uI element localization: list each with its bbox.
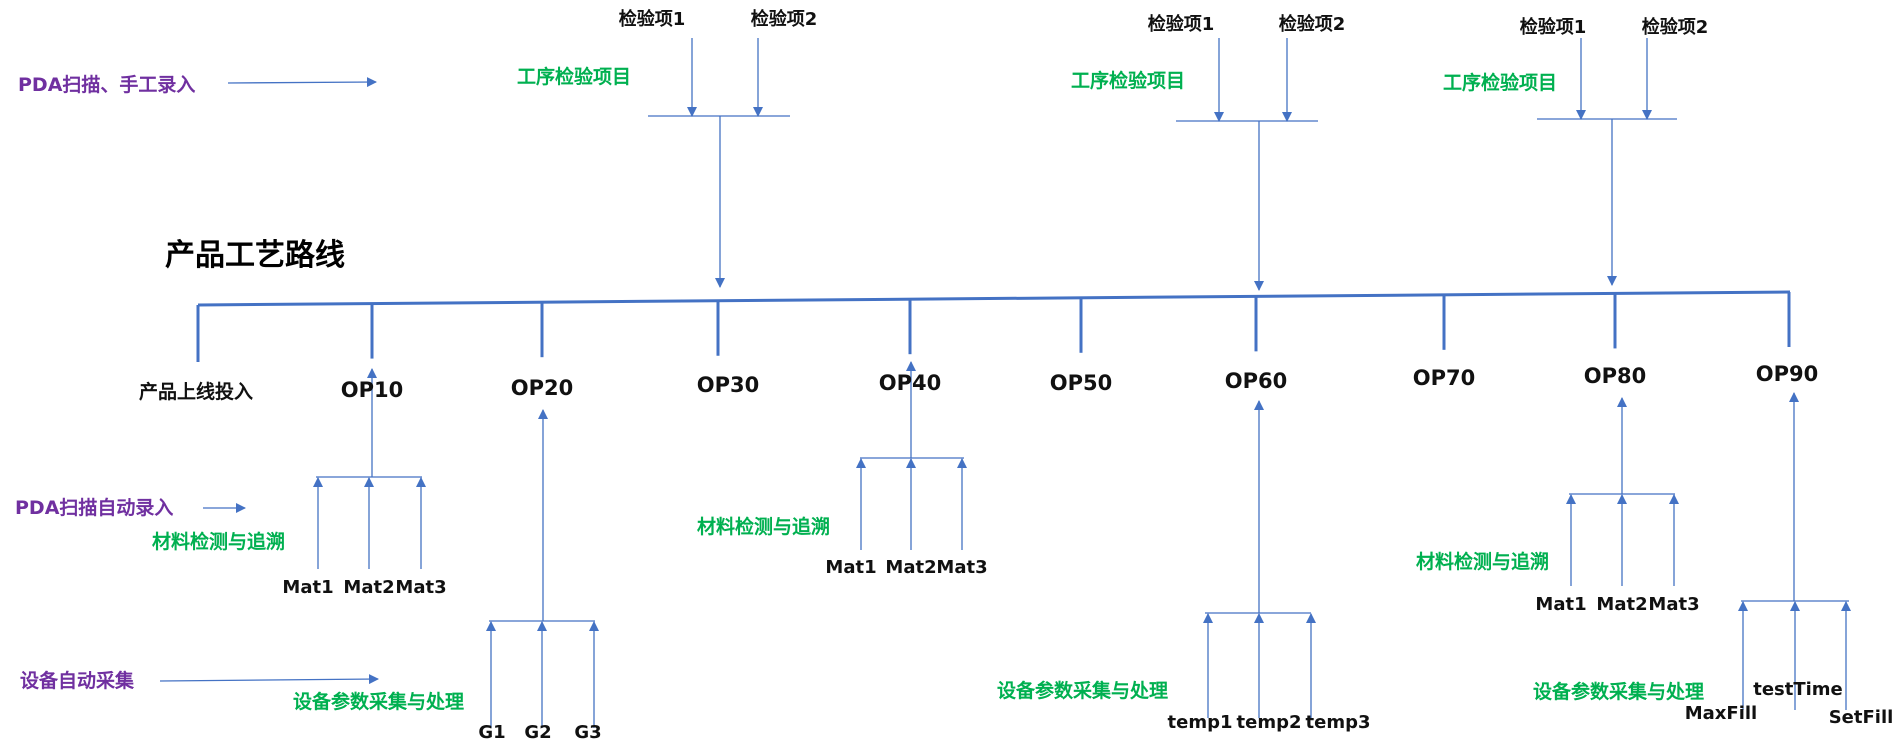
device-1-item-2: temp2 <box>1237 712 1302 733</box>
op-label-op30: OP30 <box>697 373 759 397</box>
op-label-op70: OP70 <box>1413 366 1475 390</box>
inspection-1-item-1: 检验项1 <box>1148 13 1215 35</box>
inspection-0-item-1: 检验项1 <box>619 8 686 30</box>
material-1-item-2: Mat2 <box>885 557 936 578</box>
inspection-0-label: 工序检验项目 <box>517 65 631 88</box>
legend-device-auto: 设备自动采集 <box>20 669 135 692</box>
inspection-0-item-2: 检验项2 <box>751 8 818 30</box>
material-2-item-3: Mat3 <box>1648 594 1699 615</box>
device-2-item-3: SetFill <box>1829 707 1894 728</box>
op-label-op40: OP40 <box>879 371 941 395</box>
diagram-title: 产品工艺路线 <box>165 238 345 273</box>
legend-pda-auto: PDA扫描自动录入 <box>15 496 173 519</box>
legend-device-auto-arrow <box>159 674 379 685</box>
device-0-item-1: G1 <box>478 722 505 743</box>
op-label-op90: OP90 <box>1756 362 1818 386</box>
inspection-1-item-2: 检验项2 <box>1279 13 1346 35</box>
device-1-item-3: temp3 <box>1306 712 1371 733</box>
device-2-item-1: MaxFill <box>1685 703 1757 724</box>
material-1-item-1: Mat1 <box>825 557 876 578</box>
material-1-item-3: Mat3 <box>936 557 987 578</box>
material-0-item-2: Mat2 <box>343 577 394 598</box>
device-1-item-1: temp1 <box>1168 712 1233 733</box>
material-0-item-3: Mat3 <box>395 577 446 598</box>
device-0-item-3: G3 <box>574 722 601 743</box>
device-2-item-2: testTime <box>1753 679 1843 700</box>
main-route-line <box>197 290 1791 307</box>
material-2-item-2: Mat2 <box>1596 594 1647 615</box>
legend-pda-manual: PDA扫描、手工录入 <box>18 73 195 96</box>
inspection-2-label: 工序检验项目 <box>1443 71 1557 94</box>
op-label-op10: OP10 <box>341 378 403 402</box>
device-2-label: 设备参数采集与处理 <box>1533 680 1704 703</box>
material-2-label: 材料检测与追溯 <box>1416 550 1549 573</box>
device-0-label: 设备参数采集与处理 <box>293 690 464 713</box>
op-label-op60: OP60 <box>1225 369 1287 393</box>
device-0-item-2: G2 <box>524 722 551 743</box>
inspection-2-item-1: 检验项1 <box>1520 16 1587 38</box>
start-label: 产品上线投入 <box>139 380 253 403</box>
inspection-2-item-2: 检验项2 <box>1642 16 1709 38</box>
device-1-label: 设备参数采集与处理 <box>997 679 1168 702</box>
op-label-op20: OP20 <box>511 376 573 400</box>
material-0-label: 材料检测与追溯 <box>152 530 285 553</box>
material-2-item-1: Mat1 <box>1535 594 1586 615</box>
inspection-1-label: 工序检验项目 <box>1071 69 1185 92</box>
op-label-op50: OP50 <box>1050 371 1112 395</box>
material-1-label: 材料检测与追溯 <box>697 515 830 538</box>
material-0-item-1: Mat1 <box>282 577 333 598</box>
op-label-op80: OP80 <box>1584 364 1646 388</box>
legend-pda-manual-arrow <box>227 77 377 88</box>
